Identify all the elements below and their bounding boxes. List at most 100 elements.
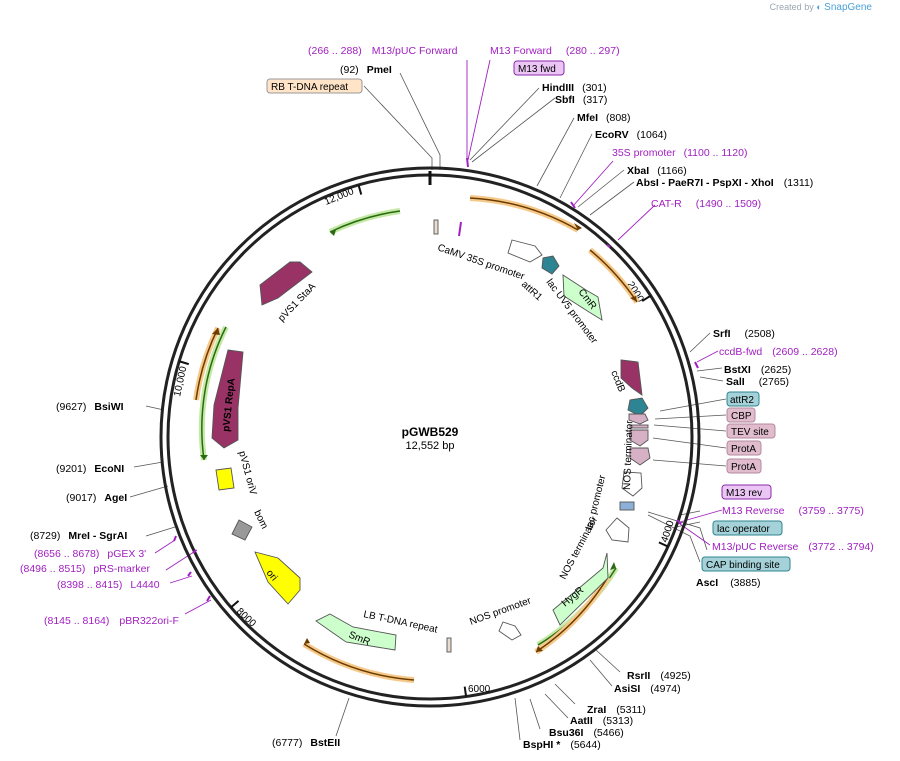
feature-pvs1-repa [211, 349, 244, 449]
feature-cmr [562, 274, 603, 321]
primer-arc-topleft-green [328, 208, 401, 235]
feature-lac-promoter [619, 501, 635, 511]
box-prota-1 [726, 440, 762, 456]
primer-arc-topleft-green-core [329, 210, 401, 233]
credit-prefix: Created by [769, 2, 814, 12]
label-nos-promoter: NOS promoter [468, 595, 533, 628]
snapgene-credit: Created by ◐ SnapGene [770, 2, 872, 13]
site-ccdb-fwd: ccdB-fwd(2609 .. 2628) [719, 346, 838, 358]
site-zrai: ZraI(5311) [587, 704, 646, 716]
box-lac-operator [712, 520, 783, 536]
primer-arc-bottom-orange-core [535, 576, 609, 653]
feature-pvs1-oriv [215, 467, 235, 491]
site-bsiwi: (9627)BsiWI [56, 401, 124, 413]
box-m13-fwd-text: M13 fwd [518, 64, 556, 75]
site-srfi: SrfI(2508) [713, 328, 775, 340]
box-tev-text: TEV site [731, 427, 769, 438]
label-nos-terminator-1: NOS terminator [622, 420, 635, 490]
site-asci: AscI(3885) [696, 577, 761, 589]
site-m13-puc-forward: (266 .. 288)M13/pUC Forward [308, 45, 458, 57]
site-35s-promoter: 35S promoter(1100 .. 1120) [612, 147, 747, 159]
box-m13-fwd [513, 60, 565, 76]
site-prs-marker: (8496 .. 8515)pRS-marker [20, 563, 150, 575]
box-attr2 [726, 391, 760, 407]
site-rsrii: RsrII(4925) [627, 670, 691, 682]
site-bsu36i: Bsu36I(5466) [549, 727, 624, 739]
site-bstxi: BstXI(2625) [724, 364, 791, 376]
feature-bom [231, 519, 253, 541]
tick-marks [178, 184, 669, 697]
site-mrei-sgrai: (8729)MreI - SgrAI [30, 530, 127, 542]
feature-hygr [552, 552, 609, 626]
box-m13-rev [721, 484, 772, 500]
site-aatii: AatII(5313) [570, 715, 633, 727]
feature-ori [254, 551, 301, 605]
label-ori: ori [264, 568, 280, 584]
site-bsteii: (6777)BstEII [272, 737, 340, 749]
feature-smr [315, 613, 397, 651]
site-m13-forward: M13 Forward(280 .. 297) [490, 45, 620, 57]
box-attr2-text: attR2 [730, 395, 754, 406]
site-m13-reverse: M13 Reverse(3759 .. 3775) [722, 505, 864, 517]
label-attr1: attR1 [519, 279, 544, 303]
feature-prota-2 [629, 447, 651, 466]
tick-mark-8000 [230, 600, 240, 609]
feature-nos-promoter [498, 621, 522, 641]
site-sbfi: SbfI(317) [555, 94, 607, 106]
primer-arc-left-green-core [201, 326, 227, 461]
label-pvs1-oriv: pVS1 oriV [236, 450, 258, 497]
box-rb-repeat [266, 78, 363, 94]
box-cbp-text: CBP [731, 411, 752, 422]
plasmid-size: 12,552 bp [406, 440, 455, 452]
feature-pvs1-staa [259, 261, 313, 306]
primer-arcs [193, 195, 640, 683]
tick-mark-12000 [357, 184, 363, 195]
snapgene-logo-icon: ◐ [816, 2, 822, 12]
box-prota-2 [726, 458, 762, 474]
tick-mark-4000 [658, 541, 669, 548]
site-bsphi: BspHI *(5644) [523, 739, 601, 751]
site-agei: (9017)AgeI [66, 492, 127, 504]
primer-arc-top-orange-core [469, 197, 579, 231]
boxed-labels: RB T-DNA repeat M13 fwd attR2 CBP TEV si… [266, 60, 791, 572]
site-m13-puc-reverse: M13/pUC Reverse(3772 .. 3794) [712, 541, 874, 553]
credit-brand: SnapGene [824, 2, 872, 13]
site-asisi: AsiSI(4974) [614, 683, 681, 695]
tick-label-10000: 10,000 [172, 365, 189, 398]
tick-mark-6000 [463, 686, 468, 697]
box-cap-binding-text: CAP binding site [706, 560, 780, 571]
site-pgex3: (8656 .. 8678)pGEX 3' [34, 548, 146, 560]
feature-camv-35s-promoter [507, 239, 543, 263]
site-pbr322ori-f: (8145 .. 8164)pBR322ori-F [44, 615, 179, 627]
features [211, 219, 651, 653]
site-econi: (9201)EcoNI [56, 463, 124, 475]
feature-ccdb [620, 359, 643, 396]
feature-nos-terminator-2 [605, 517, 630, 543]
box-prota-2-text: ProtA [731, 462, 756, 473]
right-site-labels: HindIII(301) SbfI(317) MfeI(808) EcoRV(1… [523, 82, 874, 751]
box-tev [726, 423, 776, 439]
site-xhoi-group: AbsI - PaeR7I - PspXI - XhoI(1311) [636, 177, 813, 189]
left-site-labels: (266 .. 288)M13/pUC Forward M13 Forward(… [20, 45, 620, 749]
site-cat-r: CAT-R(1490 .. 1509) [651, 198, 761, 210]
feature-prota-1 [629, 429, 649, 447]
feature-attr1 [541, 255, 560, 275]
feature-nos-terminator-1 [621, 471, 643, 497]
tick-mark-2000 [641, 294, 652, 302]
box-m13-rev-text: M13 rev [726, 488, 762, 499]
primer-arrowheads [200, 223, 637, 652]
primer-ticks [173, 157, 699, 602]
site-xbai: XbaI(1166) [627, 165, 687, 177]
box-prota-1-text: ProtA [731, 444, 756, 455]
feature-rb-repeat [433, 219, 439, 235]
feature-attr2 [627, 397, 649, 417]
site-pmei: (92)PmeI [340, 64, 392, 76]
tick-label-6000: 6000 [468, 684, 491, 695]
site-sali: SalI(2765) [726, 376, 789, 388]
primer-arc-lower-orange-core [303, 643, 415, 681]
plasmid-name: pGWB529 [402, 425, 459, 439]
box-cap-binding [701, 556, 791, 572]
box-cbp [726, 407, 756, 423]
box-lac-operator-text: lac operator [717, 524, 770, 535]
